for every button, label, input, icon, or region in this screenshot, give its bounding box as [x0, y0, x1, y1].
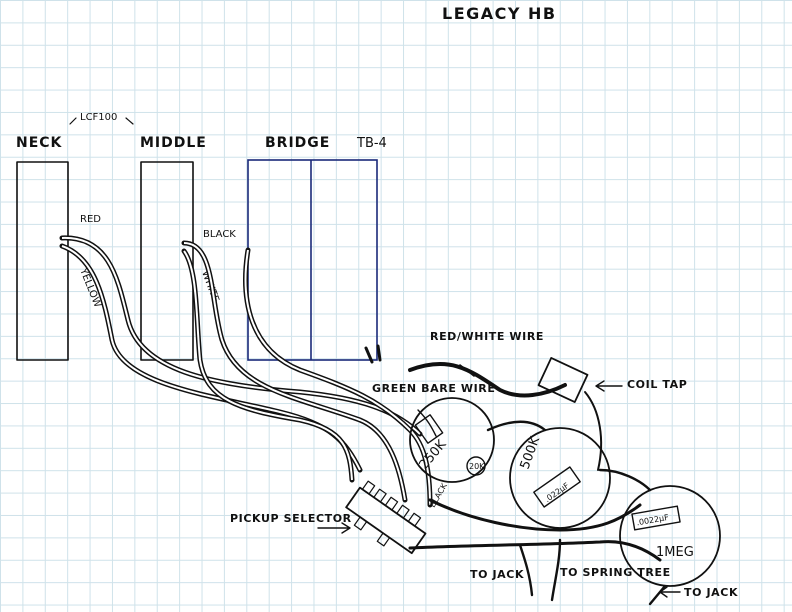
volume-pot-500k [509, 427, 611, 529]
bridge-leads [364, 344, 382, 364]
single-coil-model-label: LCF100 [80, 112, 117, 123]
to-spring-tree-label: TO SPRING TREE [560, 566, 671, 579]
bridge-pickup [247, 159, 378, 361]
jack-wire-left [518, 543, 534, 597]
black-wire-label: BLACK [203, 229, 236, 240]
middle-pickup-label: MIDDLE [140, 135, 207, 151]
svg-text:20K: 20K [469, 462, 485, 471]
green-bare-label: GREEN BARE WIRE [372, 382, 496, 395]
treble-capacitor [631, 505, 681, 531]
pickup-selector-label: PICKUP SELECTOR [230, 512, 352, 525]
middle-wire-hot [181, 240, 408, 503]
svg-text:.022µF: .022µF [543, 481, 571, 504]
tone-pot-250k [409, 397, 495, 483]
bridge-wire-hot [243, 247, 433, 508]
tone-capacitor [533, 466, 581, 508]
neck-pickup [16, 161, 69, 361]
red-white-label: RED/WHITE WIRE [430, 330, 544, 343]
coil-tap-label-line1: COIL TAP [627, 378, 687, 391]
to-jack-right-label: TO JACK [684, 586, 738, 599]
coil-tap-arrow [595, 380, 623, 392]
bridge-model-label: TB-4 [356, 136, 387, 151]
ground-bus-wire [428, 498, 642, 532]
pickup-selector-switch [345, 480, 427, 555]
red-wire-label: RED [80, 214, 101, 225]
volume-pot-value: 500K [518, 434, 544, 471]
tone-resistor [466, 456, 486, 476]
diagram-title: LEGACY HB [442, 4, 557, 23]
spring-tree-wire [550, 538, 562, 602]
coil-tap-switch [537, 357, 589, 403]
red-white-wire [408, 361, 567, 398]
neck-pickup-label: NECK [16, 135, 63, 151]
treble-pot-value: 1MEG [656, 545, 694, 560]
middle-pickup [140, 161, 194, 361]
to-jack-right-arrow [659, 586, 681, 598]
model-bracket [69, 117, 134, 125]
pickup-selector-arrow [317, 522, 351, 534]
output-wire [408, 540, 662, 562]
treble-pot-1meg [619, 485, 721, 587]
bridge-pickup-label: BRIDGE [265, 135, 330, 151]
to-jack-left-label: TO JACK [470, 568, 524, 581]
